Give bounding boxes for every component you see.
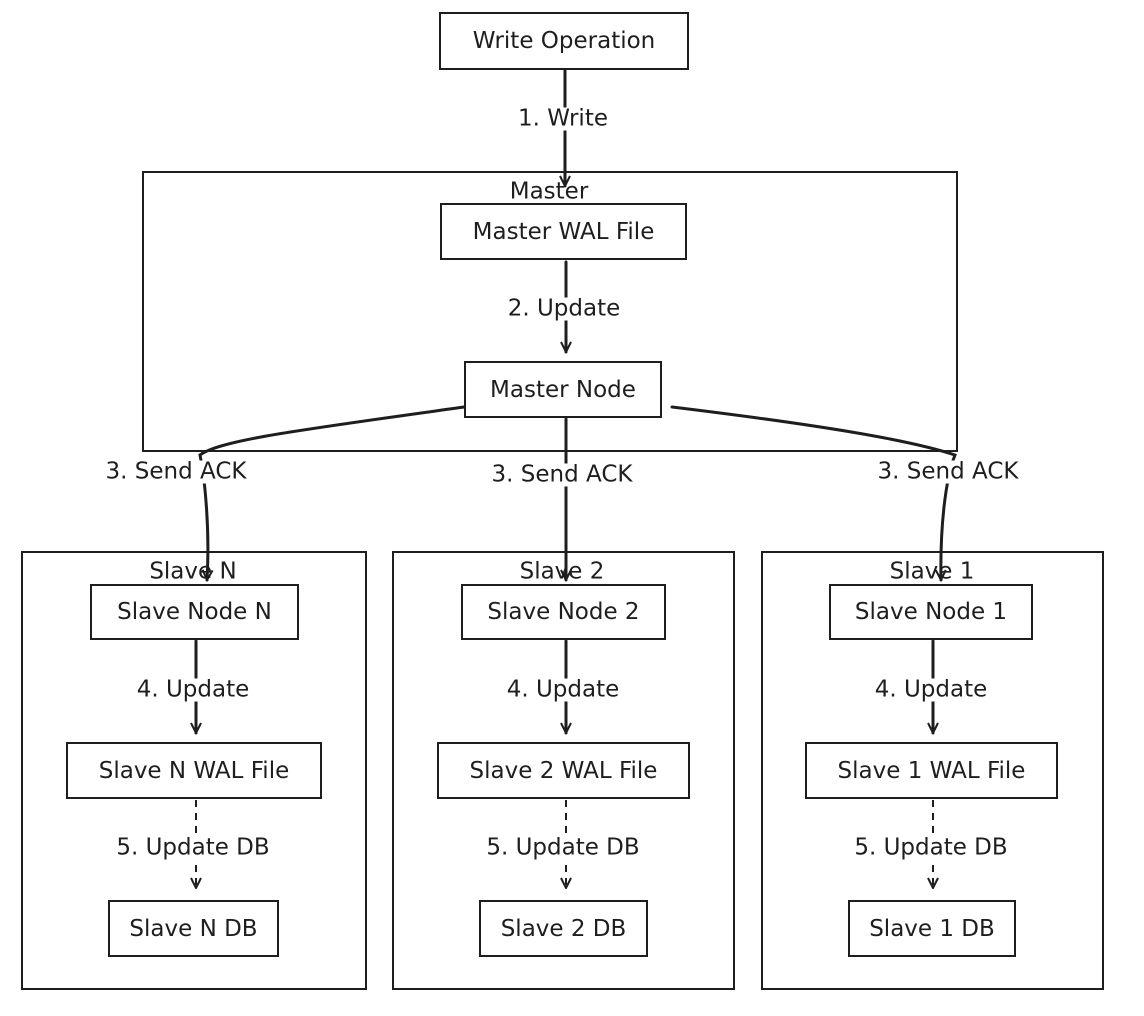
edge-ack-n: [198, 405, 466, 582]
edge-label-update-n: 4. Update: [134, 676, 252, 703]
slave-1-group: [761, 551, 1104, 990]
edge-ack-1: [670, 405, 957, 582]
slave-node-1: Slave Node 1: [829, 584, 1033, 640]
slave-node-n: Slave Node N: [90, 584, 299, 640]
edge-label-send-ack-2: 3. Send ACK: [489, 461, 635, 488]
write-operation-node: Write Operation: [439, 12, 689, 70]
master-wal-file-node: Master WAL File: [440, 203, 687, 260]
slave-2-group: [392, 551, 735, 990]
edge-label-update-db-n: 5. Update DB: [114, 834, 272, 861]
edge-label-send-ack-1: 3. Send ACK: [875, 458, 1021, 485]
edge-label-update-1: 4. Update: [872, 676, 990, 703]
slave-2-group-title: Slave 2: [519, 558, 605, 585]
slave-node-2: Slave Node 2: [461, 584, 666, 640]
edge-label-update-master: 2. Update: [505, 295, 623, 322]
master-group-title: Master: [509, 178, 589, 205]
edge-label-update-2: 4. Update: [504, 676, 622, 703]
slave-1-group-title: Slave 1: [889, 558, 975, 585]
master-node: Master Node: [464, 361, 662, 418]
slave-2-wal-file-node: Slave 2 WAL File: [437, 742, 690, 799]
slave-n-group: [21, 551, 367, 990]
slave-n-group-title: Slave N: [149, 558, 237, 585]
slave-2-db-node: Slave 2 DB: [479, 900, 648, 957]
edge-label-write: 1. Write: [516, 105, 610, 132]
edge-label-send-ack-n: 3. Send ACK: [103, 458, 249, 485]
edge-label-update-db-2: 5. Update DB: [484, 834, 642, 861]
slave-1-db-node: Slave 1 DB: [848, 900, 1016, 957]
edge-label-update-db-1: 5. Update DB: [852, 834, 1010, 861]
slave-n-db-node: Slave N DB: [108, 900, 279, 957]
master-group: [142, 171, 958, 452]
slave-1-wal-file-node: Slave 1 WAL File: [805, 742, 1058, 799]
slave-n-wal-file-node: Slave N WAL File: [66, 742, 322, 799]
